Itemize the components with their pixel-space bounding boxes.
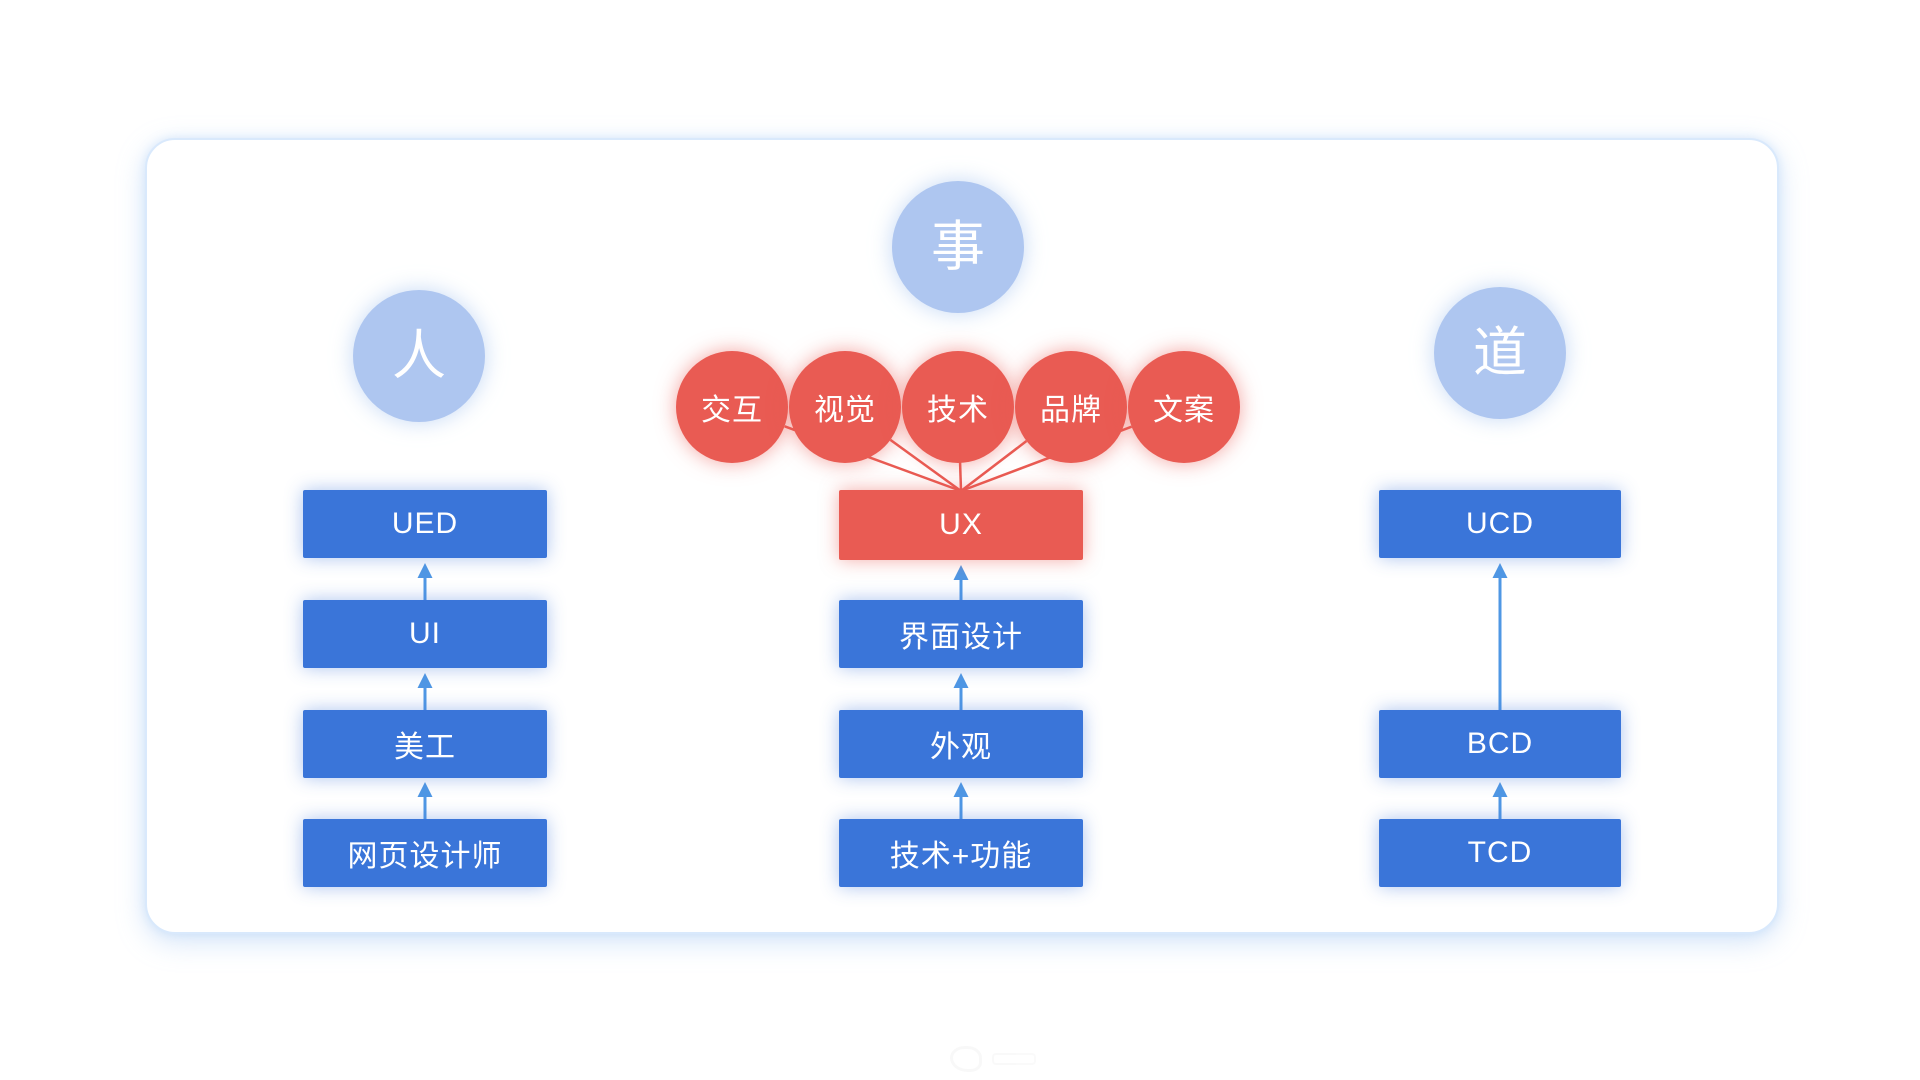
factor-brand: 品牌 (1015, 351, 1127, 463)
factor-copywriting: 文案 (1128, 351, 1240, 463)
factor-visual: 视觉 (789, 351, 901, 463)
box-appearance: 外观 (839, 710, 1083, 778)
watermark (950, 1046, 1060, 1072)
box-ui: UI (303, 600, 547, 668)
box-ucd: UCD (1379, 490, 1621, 558)
box-ued: UED (303, 490, 547, 558)
watermark-mark (992, 1053, 1036, 1065)
box-artist: 美工 (303, 710, 547, 778)
circle-people: 人 (353, 290, 485, 422)
box-ux: UX (839, 490, 1083, 560)
box-tech-function: 技术+功能 (839, 819, 1083, 887)
watermark-logo-icon (950, 1046, 982, 1072)
box-bcd: BCD (1379, 710, 1621, 778)
box-tcd: TCD (1379, 819, 1621, 887)
factor-technology: 技术 (902, 351, 1014, 463)
box-web-designer: 网页设计师 (303, 819, 547, 887)
factor-interaction: 交互 (676, 351, 788, 463)
circle-matters: 事 (892, 181, 1024, 313)
circle-dao: 道 (1434, 287, 1566, 419)
box-interface-design: 界面设计 (839, 600, 1083, 668)
